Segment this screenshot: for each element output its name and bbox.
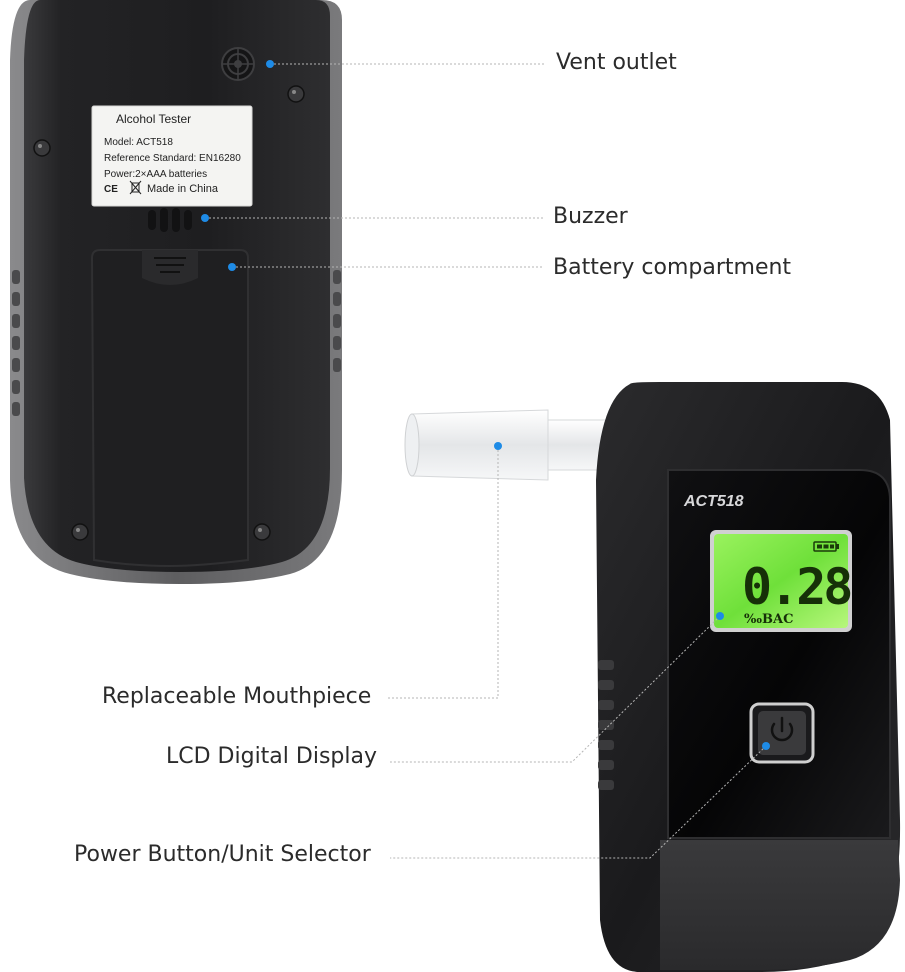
side-grip-front [598, 660, 614, 790]
marker-mouthpiece [494, 442, 502, 450]
marker-battery [228, 263, 236, 271]
sticker-origin: Made in China [147, 183, 219, 195]
callout-power-button: Power Button/Unit Selector [74, 842, 371, 867]
sticker-model: Model: ACT518 [104, 137, 173, 148]
sticker-title: Alcohol Tester [116, 112, 191, 126]
callout-replaceable-mouthpiece: Replaceable Mouthpiece [102, 684, 372, 709]
sticker-standard: Reference Standard: EN16280 [104, 153, 241, 164]
callout-lcd-display: LCD Digital Display [166, 744, 377, 769]
callout-markers [201, 60, 770, 750]
battery-icon [813, 541, 839, 552]
model-label: ACT518 [683, 493, 744, 510]
marker-vent [266, 60, 274, 68]
marker-buzzer [201, 214, 209, 222]
side-grip-right [333, 270, 341, 372]
bottom-plate [660, 840, 900, 970]
lcd-display: 0.28 ‰BAC [710, 530, 853, 632]
sticker-power: Power:2×AAA batteries [104, 169, 207, 180]
wheelie-bin-icon [129, 180, 142, 195]
vent-grille-icon [221, 47, 255, 81]
ce-mark: CE [104, 184, 118, 195]
lcd-unit: ‰BAC [744, 612, 793, 627]
power-icon [770, 716, 794, 742]
mouthpiece [404, 409, 617, 481]
marker-lcd [716, 612, 724, 620]
lcd-reading: 0.28 [742, 558, 850, 616]
device-back-view: Alcohol Tester Model: ACT518 Reference S… [10, 0, 342, 584]
buzzer-icon [148, 208, 192, 232]
battery-compartment [90, 249, 249, 568]
battery-latch [142, 250, 198, 285]
side-grip-left [12, 270, 20, 416]
power-button[interactable] [749, 702, 815, 764]
callout-vent-outlet: Vent outlet [556, 50, 677, 75]
leader-lines [205, 63, 767, 859]
label-sticker: Alcohol Tester Model: ACT518 Reference S… [91, 105, 253, 207]
device-front-view: ACT518 0.28 ‰BAC [404, 382, 901, 972]
front-panel [667, 469, 891, 839]
callout-buzzer: Buzzer [553, 204, 628, 229]
callout-battery-compartment: Battery compartment [553, 255, 792, 280]
marker-power [762, 742, 770, 750]
screw-icon [33, 85, 305, 541]
